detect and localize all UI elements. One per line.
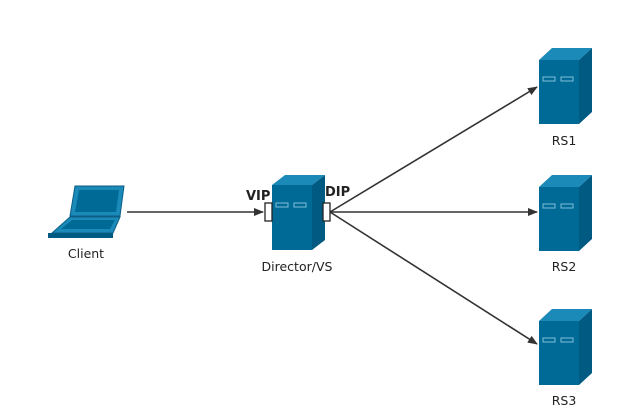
rs3-label: RS3 bbox=[552, 393, 577, 408]
director-server-icon bbox=[272, 175, 325, 250]
client-node: Client bbox=[48, 185, 125, 261]
edge-director-rs1 bbox=[329, 86, 538, 213]
rs1-server-icon bbox=[539, 48, 592, 124]
rs1-label: RS1 bbox=[552, 133, 577, 148]
director-node: VIP DIP Director/VS bbox=[246, 175, 350, 274]
client-label: Client bbox=[68, 246, 104, 261]
dip-port bbox=[322, 202, 331, 222]
rs1-node: RS1 bbox=[539, 48, 592, 148]
rs2-server-icon bbox=[539, 175, 592, 251]
rs3-node: RS3 bbox=[539, 309, 592, 408]
edges bbox=[127, 86, 538, 345]
rs3-server-icon bbox=[539, 309, 592, 385]
laptop-icon bbox=[48, 185, 125, 238]
rs2-label: RS2 bbox=[552, 259, 577, 274]
dip-label: DIP bbox=[325, 185, 350, 200]
vip-port bbox=[264, 202, 273, 222]
director-label: Director/VS bbox=[262, 259, 333, 274]
edge-director-rs3 bbox=[329, 211, 538, 345]
rs2-node: RS2 bbox=[539, 175, 592, 274]
vip-label: VIP bbox=[246, 189, 270, 204]
